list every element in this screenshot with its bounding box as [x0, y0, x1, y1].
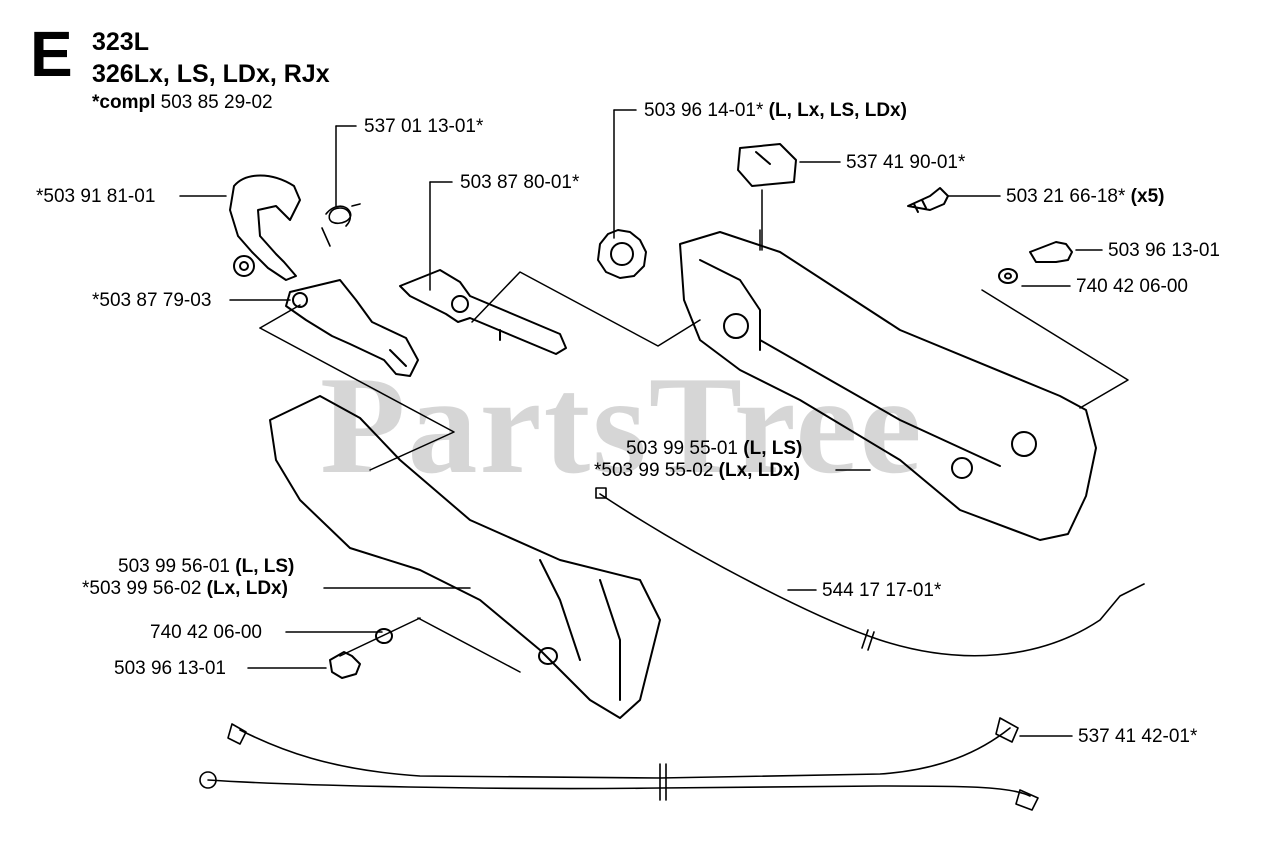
callout-503-21-66-18: 503 21 66-18* (x5): [1006, 186, 1165, 207]
callout-537-41-42-01: 537 41 42-01*: [1078, 726, 1198, 747]
callout-740-42-06-00-right: 740 42 06-00: [1076, 276, 1188, 297]
switch-part: [737, 143, 797, 187]
callout-537-41-90-01: 537 41 90-01*: [846, 152, 966, 173]
model-title-2: 326Lx, LS, LDx, RJx: [92, 60, 330, 88]
callout-537-01-13-01: 537 01 13-01*: [364, 116, 484, 137]
compl-prefix: *compl: [92, 92, 156, 113]
callout-503-96-14-01: 503 96 14-01* (L, Lx, LS, LDx): [644, 100, 907, 121]
callout-503-99-56-02: *503 99 56-02 (Lx, LDx): [82, 578, 288, 599]
wire-harness-part: [199, 717, 1039, 811]
screw-part: [907, 187, 949, 213]
handle-clamp-part: [229, 174, 301, 281]
callout-503-96-13-01-left: 503 96 13-01: [114, 658, 226, 679]
compl-number: 503 85 29-02: [160, 92, 273, 113]
spring-part: [321, 203, 361, 247]
star-nut-part: [597, 229, 647, 279]
lockout-lever-part: [399, 269, 567, 355]
section-letter: E: [30, 18, 73, 90]
callout-740-42-06-00-left: 740 42 06-00: [150, 622, 262, 643]
callout-503-87-79-03: *503 87 79-03: [92, 290, 212, 311]
throttle-cable-part: [595, 487, 1145, 657]
callout-503-91-81-01: *503 91 81-01: [36, 186, 156, 207]
handle-half-right-part: [679, 231, 1097, 541]
model-title-1: 323L: [92, 28, 149, 56]
callout-544-17-17-01: 544 17 17-01*: [822, 580, 942, 601]
leader-lines: [179, 109, 1129, 737]
callout-503-99-55-02: *503 99 55-02 (Lx, LDx): [594, 460, 800, 481]
handle-half-left-part: [269, 395, 661, 719]
callout-503-99-55-01: 503 99 55-01 (L, LS): [626, 438, 803, 459]
callout-503-87-80-01: 503 87 80-01*: [460, 172, 580, 193]
compl-line: *compl 503 85 29-02: [92, 92, 273, 114]
throttle-trigger-part: [285, 279, 419, 377]
screw-washer-left-part: [329, 628, 393, 679]
screw-washer-right-part: [998, 241, 1073, 284]
callout-503-99-56-01: 503 99 56-01 (L, LS): [118, 556, 295, 577]
callout-503-96-13-01-right: 503 96 13-01: [1108, 240, 1220, 261]
